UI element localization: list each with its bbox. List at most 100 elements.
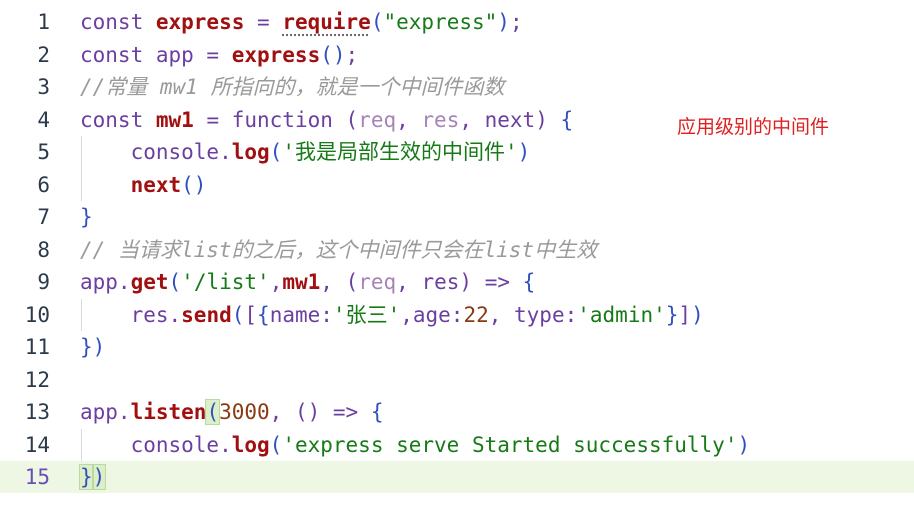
code-line[interactable]: 8// 当请求list的之后，这个中间件只会在list中生效 xyxy=(0,234,914,266)
code-token: { xyxy=(370,400,384,424)
code-token: , xyxy=(269,400,295,424)
code-token: ; xyxy=(509,10,523,34)
code-token: get xyxy=(130,270,169,294)
code-token: , xyxy=(320,270,346,294)
code-token: ( xyxy=(345,107,359,132)
code-token: 'admin' xyxy=(577,302,666,327)
code-token: '张三' xyxy=(332,302,401,327)
code-token: ) xyxy=(497,10,510,34)
code-line[interactable]: 9 app.get('/list',mw1, (req, res) => { xyxy=(0,266,914,298)
line-code: app.get('/list',mw1, (req, res) => { xyxy=(80,266,535,298)
code-token: send xyxy=(181,302,232,327)
code-token: '/list' xyxy=(181,270,270,294)
code-token: ] xyxy=(678,302,692,327)
indent-guide xyxy=(81,428,82,461)
code-token: ) xyxy=(91,464,107,490)
code-token: ) xyxy=(691,302,704,327)
line-number: 11 xyxy=(24,335,50,359)
code-token: log xyxy=(231,432,270,457)
code-line[interactable]: 2 const app = express(); xyxy=(0,39,914,71)
line-code: console.log('我是局部生效的中间件') xyxy=(80,136,531,168)
code-token: ,age: xyxy=(400,302,464,327)
code-token: 'express serve Started successfully' xyxy=(282,432,738,457)
annotation-label: 应用级别的中间件 xyxy=(677,116,830,138)
code-token: { xyxy=(522,270,536,294)
line-number: 15 xyxy=(24,465,50,489)
code-token: app. xyxy=(80,400,131,424)
line-code: console.log('express serve Started succe… xyxy=(80,429,751,461)
line-code: next() xyxy=(80,169,207,201)
line-number: 9 xyxy=(37,270,50,294)
code-token: next xyxy=(130,172,182,197)
code-token: { xyxy=(257,302,270,327)
line-number: 2 xyxy=(37,42,50,67)
code-token: ( xyxy=(269,140,283,164)
indent-guide xyxy=(81,298,82,331)
code-token: ( xyxy=(231,302,245,327)
code-token: ; xyxy=(345,42,359,67)
code-token: listen xyxy=(130,400,207,424)
code-line[interactable]: 14 console.log('express serve Started su… xyxy=(0,429,914,461)
code-token: ) xyxy=(737,432,751,457)
code-token: = function xyxy=(193,107,346,132)
code-line[interactable]: 12 xyxy=(0,364,914,396)
line-code: const express = require("express"); xyxy=(80,6,523,38)
line-number: 8 xyxy=(37,237,50,262)
code-token: name: xyxy=(269,302,333,327)
code-token: , xyxy=(396,107,422,132)
line-code: const mw1 = function (req, res, next) { xyxy=(80,104,573,136)
code-token: , xyxy=(269,270,283,294)
line-number: 13 xyxy=(24,400,50,424)
code-token: mw1 xyxy=(155,107,194,132)
code-token: const xyxy=(80,107,156,132)
line-number: 3 xyxy=(37,75,50,99)
code-token: ( xyxy=(269,432,283,457)
code-token: () xyxy=(181,172,207,197)
code-token: ( xyxy=(370,10,384,34)
line-code: }) xyxy=(80,331,105,363)
code-token: ) xyxy=(459,270,473,294)
code-token: req xyxy=(358,270,397,294)
code-line[interactable]: 15}) xyxy=(0,461,914,493)
code-token: 3000 xyxy=(219,400,270,424)
line-code: //常量 mw1 所指向的，就是一个中间件函数 xyxy=(80,71,505,103)
code-token: express xyxy=(155,10,245,34)
code-token: express xyxy=(231,42,321,67)
line-number: 14 xyxy=(24,432,50,457)
code-token: , res xyxy=(396,270,460,294)
code-token: const app = xyxy=(80,42,232,67)
code-token: } xyxy=(665,302,679,327)
code-token: //常量 mw1 所指向的，就是一个中间件函数 xyxy=(80,75,505,99)
code-token xyxy=(80,173,131,197)
code-line[interactable]: 10 res.send([{name:'张三',age:22, type:'ad… xyxy=(0,299,914,331)
indent-guide xyxy=(81,136,82,201)
code-token: ) xyxy=(517,140,531,164)
code-line[interactable]: 4 const mw1 = function (req, res, next) { xyxy=(0,104,914,136)
code-token: app. xyxy=(80,270,131,294)
code-line[interactable]: 5 console.log('我是局部生效的中间件') xyxy=(0,136,914,168)
code-token: [ xyxy=(244,302,258,327)
line-number: 10 xyxy=(24,302,50,327)
code-token: () xyxy=(320,42,346,67)
code-token: res xyxy=(421,107,460,132)
code-token xyxy=(548,108,561,132)
code-line[interactable]: 11}) xyxy=(0,331,914,363)
code-token: 22 xyxy=(463,302,489,327)
code-line[interactable]: 7} xyxy=(0,201,914,233)
code-token: ) xyxy=(535,107,548,132)
code-token: => xyxy=(472,270,523,294)
line-number: 7 xyxy=(37,205,50,229)
code-line[interactable]: 3 //常量 mw1 所指向的，就是一个中间件函数 xyxy=(0,71,914,103)
code-token: console. xyxy=(80,432,232,457)
code-token: console. xyxy=(80,140,232,164)
code-token: } xyxy=(80,205,93,229)
line-number: 4 xyxy=(37,107,50,132)
code-token: ( xyxy=(205,399,221,425)
code-token: "express" xyxy=(383,10,498,34)
code-line[interactable]: 6 next() xyxy=(0,169,914,201)
code-token: log xyxy=(231,140,270,164)
line-number: 12 xyxy=(24,367,50,392)
